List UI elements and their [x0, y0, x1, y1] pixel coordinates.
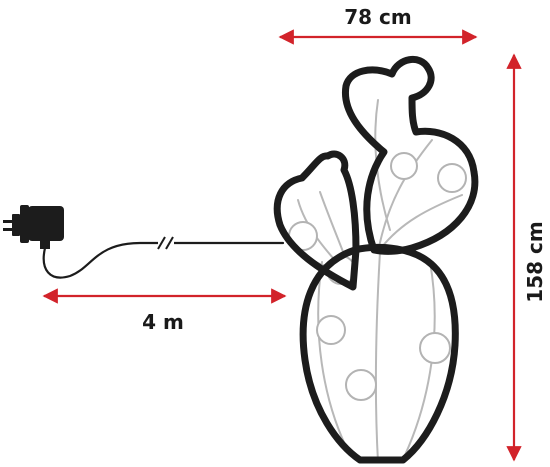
cactus-left-pad-outline — [273, 150, 360, 291]
width-label: 78 cm — [344, 5, 412, 29]
cactus-right-pad-outline — [341, 56, 479, 255]
cable-length-label: 4 m — [142, 310, 184, 334]
cable-break-icon — [157, 236, 174, 250]
light-bulb — [316, 315, 346, 345]
light-bulb — [437, 163, 467, 193]
light-bulb — [419, 332, 451, 364]
cable-dimension: 4 m — [42, 288, 287, 334]
width-dimension: 78 cm — [278, 5, 478, 45]
height-dimension: 158 cm — [506, 53, 547, 462]
power-adapter-icon — [3, 205, 64, 249]
light-bulb — [345, 369, 377, 401]
power-cable — [42, 241, 285, 279]
height-label: 158 cm — [523, 221, 547, 302]
light-bulb — [390, 152, 418, 180]
cactus-figure — [273, 56, 479, 464]
